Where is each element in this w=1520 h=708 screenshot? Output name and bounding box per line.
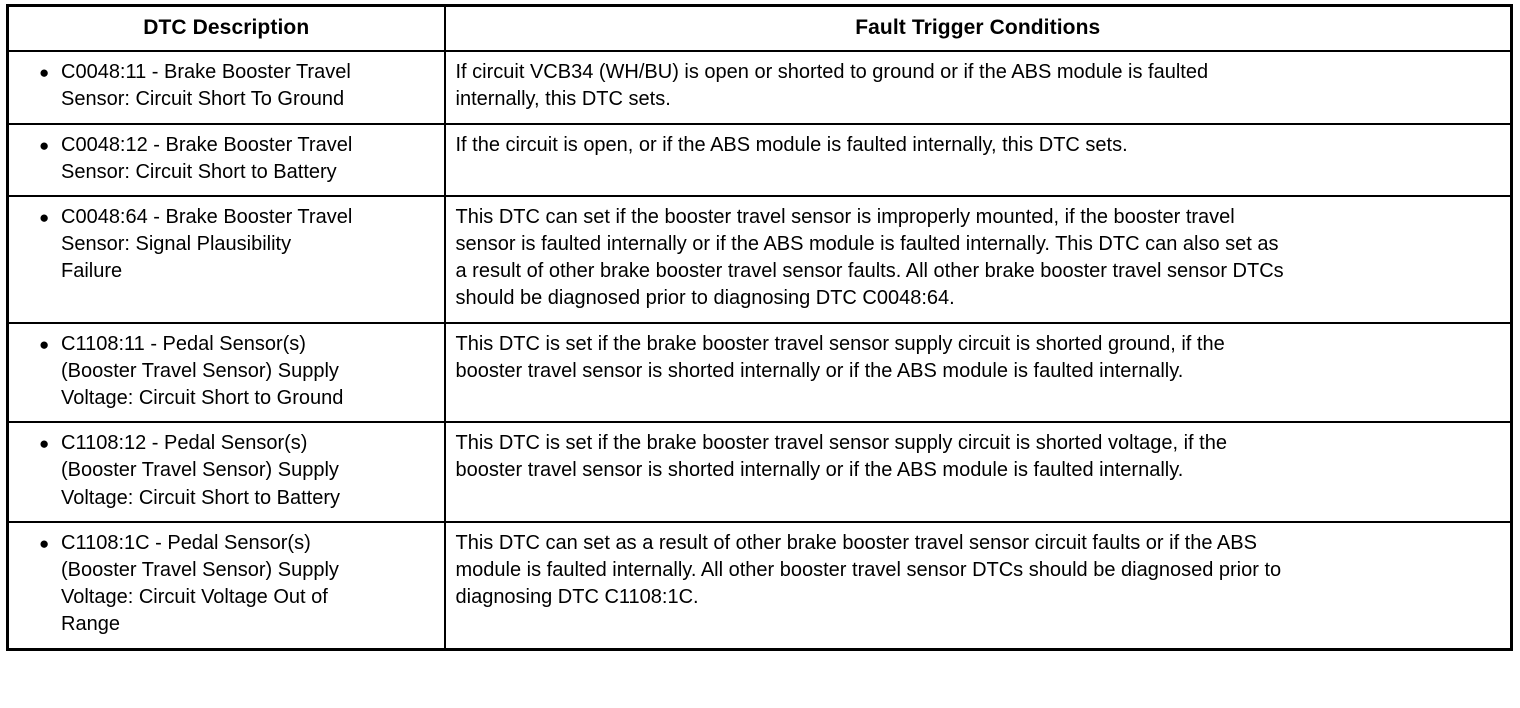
bullet-icon: ●: [39, 63, 50, 83]
cell-dtc-description: ● C1108:12 - Pedal Sensor(s) (Booster Tr…: [7, 421, 446, 523]
fault-trigger-conditions-text: If the circuit is open, or if the ABS mo…: [455, 133, 1128, 156]
fault-trigger-conditions-text: This DTC can set as a result of other br…: [455, 531, 1282, 609]
dtc-description-text: C1108:11 - Pedal Sensor(s) (Booster Trav…: [61, 332, 344, 410]
cell-dtc-description: ● C0048:11 - Brake Booster Travel Sensor…: [7, 50, 446, 125]
table-row: ● C1108:11 - Pedal Sensor(s) (Booster Tr…: [7, 321, 1512, 424]
table-row: ● C0048:64 - Brake Booster Travel Sensor…: [7, 194, 1512, 324]
bullet-line: ● C1108:1C - Pedal Sensor(s) (Booster Tr…: [9, 530, 438, 639]
column-header-dtc-description: DTC Description: [7, 5, 446, 53]
bullet-icon: ●: [39, 135, 50, 155]
cell-fault-trigger-conditions: If the circuit is open, or if the ABS mo…: [443, 122, 1512, 197]
fault-trigger-conditions-text: If circuit VCB34 (WH/BU) is open or shor…: [455, 61, 1209, 111]
cell-dtc-description: ● C0048:64 - Brake Booster Travel Sensor…: [7, 194, 446, 324]
bullet-icon: ●: [39, 207, 50, 227]
dtc-description-text: C0048:11 - Brake Booster Travel Sensor: …: [61, 61, 351, 111]
table-header: DTC Description Fault Trigger Conditions: [7, 5, 1512, 53]
bullet-line: ● C0048:64 - Brake Booster Travel Sensor…: [9, 204, 438, 286]
dtc-description-text: C0048:64 - Brake Booster Travel Sensor: …: [61, 205, 353, 283]
table-header-row: DTC Description Fault Trigger Conditions: [7, 5, 1512, 53]
table-row: ● C0048:11 - Brake Booster Travel Sensor…: [7, 50, 1512, 125]
table-row: ● C0048:12 - Brake Booster Travel Sensor…: [7, 122, 1512, 197]
fault-trigger-conditions-text: This DTC is set if the brake booster tra…: [455, 432, 1227, 482]
table-row: ● C1108:1C - Pedal Sensor(s) (Booster Tr…: [7, 520, 1512, 650]
dtc-fault-table: DTC Description Fault Trigger Conditions…: [6, 4, 1513, 651]
fault-trigger-conditions-text: This DTC is set if the brake booster tra…: [455, 332, 1225, 382]
fault-trigger-conditions-text: This DTC can set if the booster travel s…: [455, 205, 1284, 310]
cell-dtc-description: ● C1108:1C - Pedal Sensor(s) (Booster Tr…: [7, 520, 446, 650]
column-header-fault-trigger-conditions: Fault Trigger Conditions: [443, 5, 1512, 53]
cell-fault-trigger-conditions: This DTC is set if the brake booster tra…: [443, 421, 1512, 523]
dtc-description-text: C1108:12 - Pedal Sensor(s) (Booster Trav…: [61, 432, 341, 509]
cell-fault-trigger-conditions: This DTC can set if the booster travel s…: [443, 194, 1512, 324]
bullet-icon: ●: [39, 434, 50, 454]
bullet-icon: ●: [39, 533, 50, 553]
dtc-description-text: C1108:1C - Pedal Sensor(s) (Booster Trav…: [61, 531, 339, 636]
bullet-line: ● C1108:11 - Pedal Sensor(s) (Booster Tr…: [9, 331, 438, 413]
dtc-description-text: C0048:12 - Brake Booster Travel Sensor: …: [61, 133, 353, 183]
table-body: ● C0048:11 - Brake Booster Travel Sensor…: [7, 50, 1512, 650]
bullet-icon: ●: [39, 334, 50, 354]
cell-fault-trigger-conditions: This DTC can set as a result of other br…: [443, 520, 1512, 650]
bullet-line: ● C0048:11 - Brake Booster Travel Sensor…: [9, 59, 438, 113]
cell-dtc-description: ● C1108:11 - Pedal Sensor(s) (Booster Tr…: [7, 321, 446, 424]
bullet-line: ● C0048:12 - Brake Booster Travel Sensor…: [9, 132, 438, 186]
table-row: ● C1108:12 - Pedal Sensor(s) (Booster Tr…: [7, 421, 1512, 523]
cell-dtc-description: ● C0048:12 - Brake Booster Travel Sensor…: [7, 122, 446, 197]
bullet-line: ● C1108:12 - Pedal Sensor(s) (Booster Tr…: [9, 430, 438, 512]
cell-fault-trigger-conditions: If circuit VCB34 (WH/BU) is open or shor…: [443, 50, 1512, 125]
cell-fault-trigger-conditions: This DTC is set if the brake booster tra…: [443, 321, 1512, 424]
